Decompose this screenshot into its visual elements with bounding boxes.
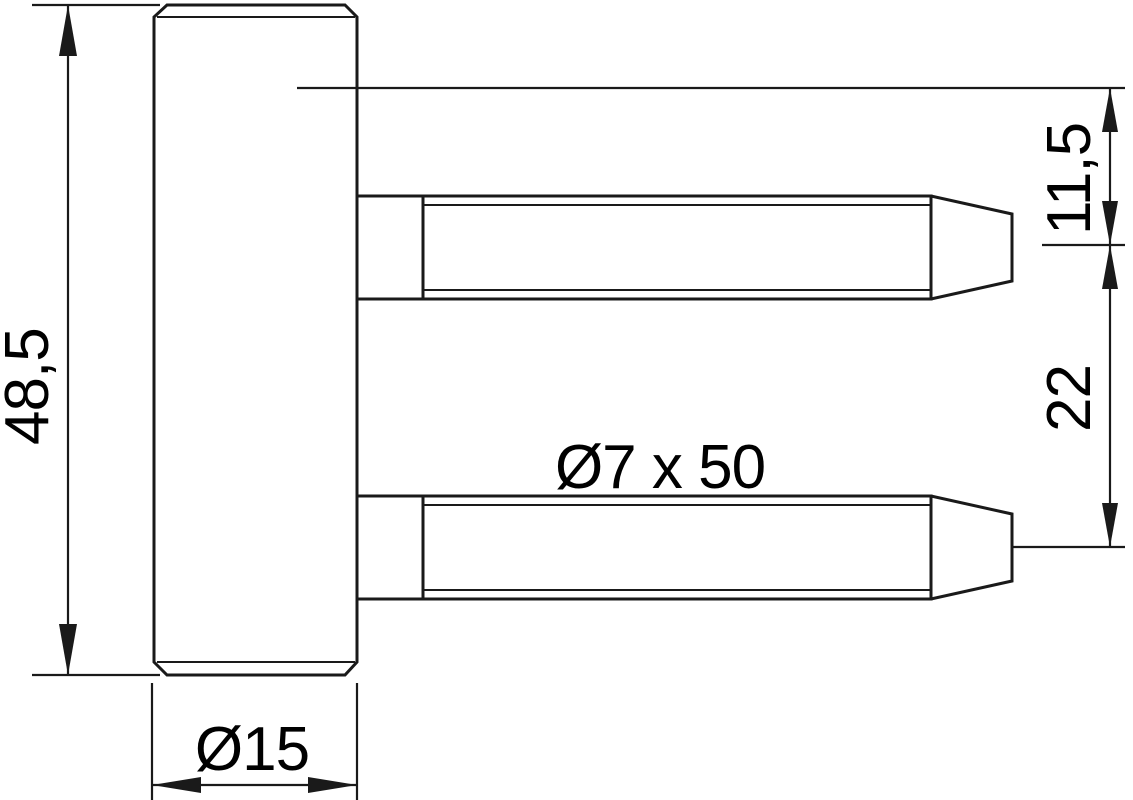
- plate-width-arrow-left: [152, 777, 201, 793]
- cylindrical-body: [152, 3, 359, 677]
- upper-pin-outline: [335, 194, 1014, 301]
- plate-width-arrow-right: [308, 777, 357, 793]
- lower-dowel-pin: [335, 494, 1014, 601]
- lower-pin-outline: [335, 494, 1014, 601]
- pin-spacing-arrow-bottom: [1102, 503, 1118, 547]
- plate-width-label: Ø15: [195, 715, 309, 784]
- top-pin-offset-arrow-bottom: [1102, 201, 1118, 245]
- dimension-overall-height: 48,5: [0, 3, 160, 677]
- overall-height-label: 48,5: [0, 328, 62, 445]
- body-plate-outline: [152, 3, 359, 677]
- top-pin-offset-label: 11,5: [1035, 123, 1104, 235]
- overall-height-arrow-bottom: [59, 624, 77, 675]
- pin-spacing-arrow-top: [1102, 245, 1118, 289]
- pin-spec-label: Ø7 x 50: [555, 433, 765, 502]
- overall-height-arrow-top: [59, 5, 77, 56]
- top-pin-offset-arrow-top: [1102, 88, 1118, 132]
- dimension-top-pin-offset: 11,5: [1035, 88, 1125, 247]
- dimension-plate-width: Ø15: [150, 683, 359, 800]
- pin-spacing-label: 22: [1035, 365, 1104, 432]
- upper-dowel-pin: [335, 194, 1014, 301]
- dimension-pin-spacing: 22: [1012, 245, 1125, 549]
